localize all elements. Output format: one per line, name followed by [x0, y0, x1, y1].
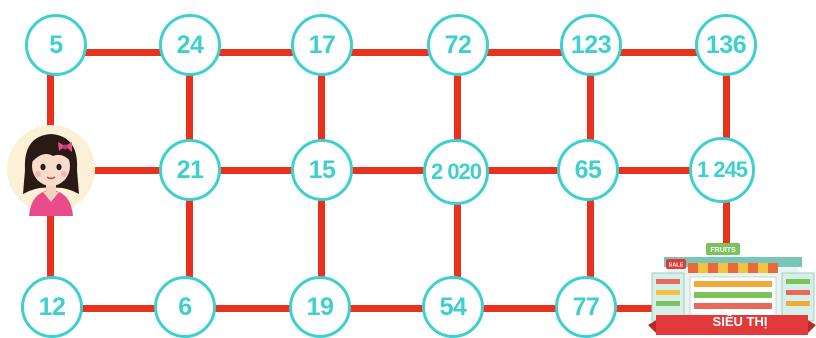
path-r1 [55, 167, 727, 174]
number-node[interactable]: 77 [555, 276, 617, 338]
number-node[interactable]: 72 [427, 14, 489, 76]
side-sign-text: SALE [669, 263, 684, 269]
number-node[interactable]: 136 [695, 14, 757, 76]
number-node[interactable]: 15 [291, 139, 353, 201]
girl-avatar-icon [5, 122, 97, 217]
number-node[interactable]: 24 [159, 14, 221, 76]
number-node[interactable]: 6 [154, 276, 216, 338]
number-node[interactable]: 123 [560, 14, 622, 76]
number-node[interactable]: 54 [422, 276, 484, 338]
number-node[interactable]: 65 [557, 139, 619, 201]
number-node[interactable]: 19 [289, 276, 351, 338]
number-node[interactable]: 12 [21, 276, 83, 338]
number-node[interactable]: 2 020 [423, 139, 489, 205]
path-r0 [55, 49, 727, 56]
store-label: SIÊU THỊ [690, 314, 790, 329]
number-node[interactable]: 17 [291, 14, 353, 76]
number-node[interactable]: 21 [159, 139, 221, 201]
fruits-sign-text: FRUITS [710, 247, 736, 254]
number-node[interactable]: 5 [25, 14, 87, 76]
number-node[interactable]: 1 245 [689, 137, 755, 203]
